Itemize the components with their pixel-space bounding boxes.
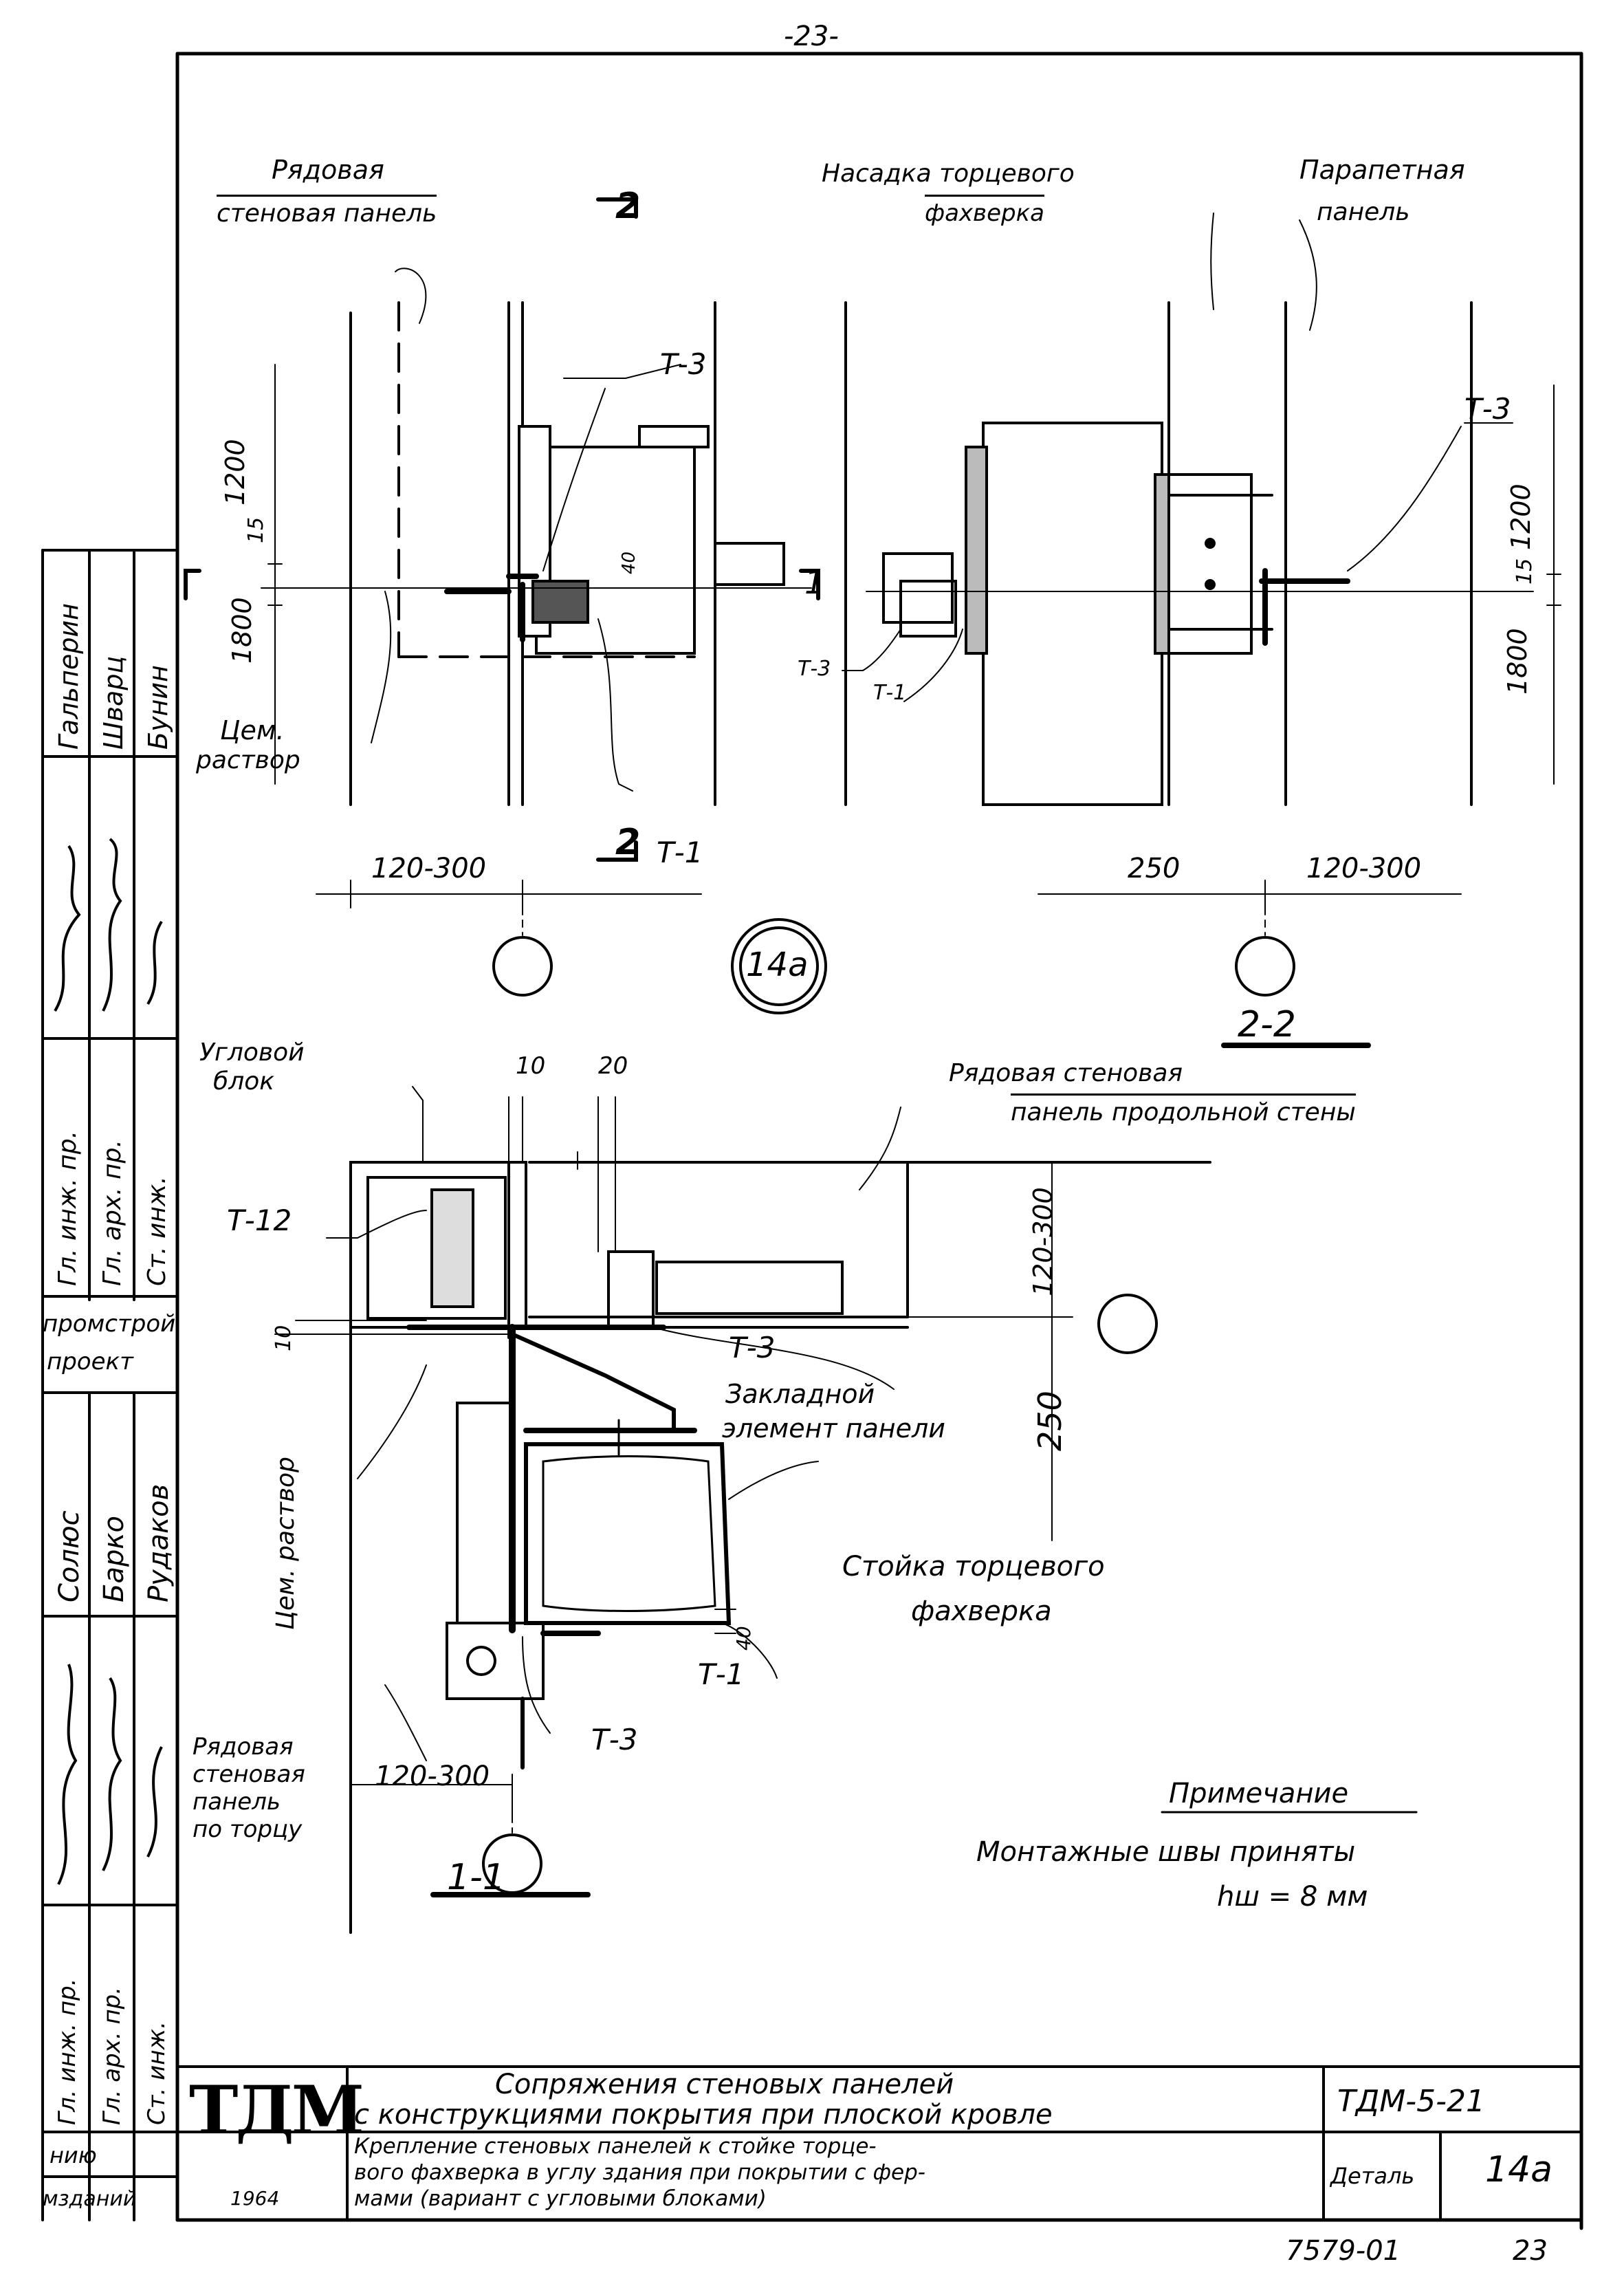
top-left-elevation: [184, 197, 820, 997]
t1-label-top-right: Т-1: [873, 681, 907, 705]
detail-mark-circles: [731, 918, 827, 1014]
section-title-1-1: 1-1: [447, 1857, 505, 1898]
dim-120-300-horizontal: 120-300: [375, 1761, 490, 1792]
title-line1: Сопряжения стеновых панелей: [495, 2069, 954, 2100]
t3-label-top-right-small: Т-3: [798, 657, 831, 681]
detail-mark-14a: 14а: [746, 946, 809, 984]
note-title: Примечание: [1169, 1778, 1349, 1809]
sheet-frame: [175, 52, 1583, 2230]
longwall-panel-label-line2: панель продольной стены: [1011, 1093, 1356, 1126]
end-panel-label-line1: Рядовая: [193, 1733, 294, 1761]
title-line4: вого фахверка в углу здания при покрытии…: [354, 2160, 925, 2185]
end-panel-label-line3: панель: [193, 1788, 281, 1816]
note-line2: hш = 8 мм: [1217, 1881, 1368, 1913]
ordinary-panel-label-line2: стеновая панель: [217, 195, 437, 228]
cap-label-line2: фахверка: [925, 195, 1044, 227]
embed-label-line1: Закладной: [725, 1379, 875, 1409]
corner-block-label-line1: Угловой: [199, 1038, 305, 1067]
title-line3: Крепление стеновых панелей к стойке торц…: [354, 2134, 877, 2159]
title-line2: с конструкциями покрытия при плоской кро…: [354, 2099, 1053, 2131]
dim-120-300-top-right: 120-300: [1306, 853, 1422, 884]
title-detail-number: 14а: [1485, 2149, 1553, 2190]
t3-label-mid: Т-3: [729, 1331, 776, 1364]
note-line1: Монтажные швы приняты: [976, 1836, 1356, 1868]
t12-label: Т-12: [227, 1204, 292, 1237]
t3-label-top-right: Т-3: [1464, 392, 1511, 426]
cap-label-line1: Насадка торцевого: [822, 160, 1075, 188]
parapet-label-line2: панель: [1317, 198, 1410, 226]
t3-label-bottom: Т-3: [591, 1723, 638, 1756]
t3-label-top-left: Т-3: [660, 347, 707, 381]
title-logo: ТДМ: [189, 2071, 364, 2149]
embed-label-line2: элемент панели: [722, 1413, 945, 1444]
dim-20-top: 20: [598, 1052, 628, 1080]
section-mark-2-top: 2: [615, 186, 641, 227]
stamp-cell-bottom-1: нию: [50, 2142, 97, 2168]
stamp-org-line1: промстрой: [43, 1310, 176, 1338]
page-number-bottom: 23: [1513, 2235, 1548, 2267]
dim-10-top: 10: [516, 1052, 546, 1080]
page-number-top: -23-: [784, 21, 839, 52]
t1-label-bottom: Т-1: [698, 1657, 745, 1691]
section-title-2-2: 2-2: [1238, 1004, 1296, 1045]
section-mark-2-bottom: 2: [615, 822, 641, 863]
parapet-label-line1: Парапетная: [1299, 155, 1465, 185]
post-label-line2: фахверка: [911, 1596, 1052, 1627]
title-line5: мами (вариант с угловыми блоками): [354, 2186, 767, 2211]
title-detail-label: Деталь: [1330, 2163, 1415, 2189]
title-code: ТДМ-5-21: [1337, 2084, 1485, 2119]
end-panel-label-line2: стеновая: [193, 1761, 305, 1788]
end-panel-label-line4: по торцу: [193, 1816, 303, 1843]
corner-block-label-line2: блок: [213, 1067, 274, 1096]
stamp-cell-bottom-2: мзданий: [43, 2187, 137, 2211]
top-right-elevation: [842, 213, 1561, 1048]
dim-120-300-top-left: 120-300: [371, 853, 487, 884]
bottom-plan: [274, 1086, 1418, 1934]
ordinary-panel-label-line1: Рядовая: [272, 155, 384, 185]
cement-label-top-line2: раствор: [196, 746, 300, 774]
stamp-org-line2: проект: [47, 1348, 133, 1375]
dim-250-top-right: 250: [1128, 853, 1181, 884]
cement-label-top-line1: Цем.: [220, 715, 285, 745]
cut-mark-1: 1: [804, 564, 825, 601]
title-year: 1964: [230, 2187, 280, 2210]
side-stamp-grid: [41, 549, 179, 2221]
longwall-panel-label-line1: Рядовая стеновая: [949, 1059, 1183, 1087]
post-label-line1: Стойка торцевого: [842, 1551, 1105, 1582]
title-block-grid: [41, 2065, 1583, 2221]
inventory-number: 7579-01: [1286, 2235, 1401, 2267]
t1-label-top-left: Т-1: [657, 836, 703, 869]
